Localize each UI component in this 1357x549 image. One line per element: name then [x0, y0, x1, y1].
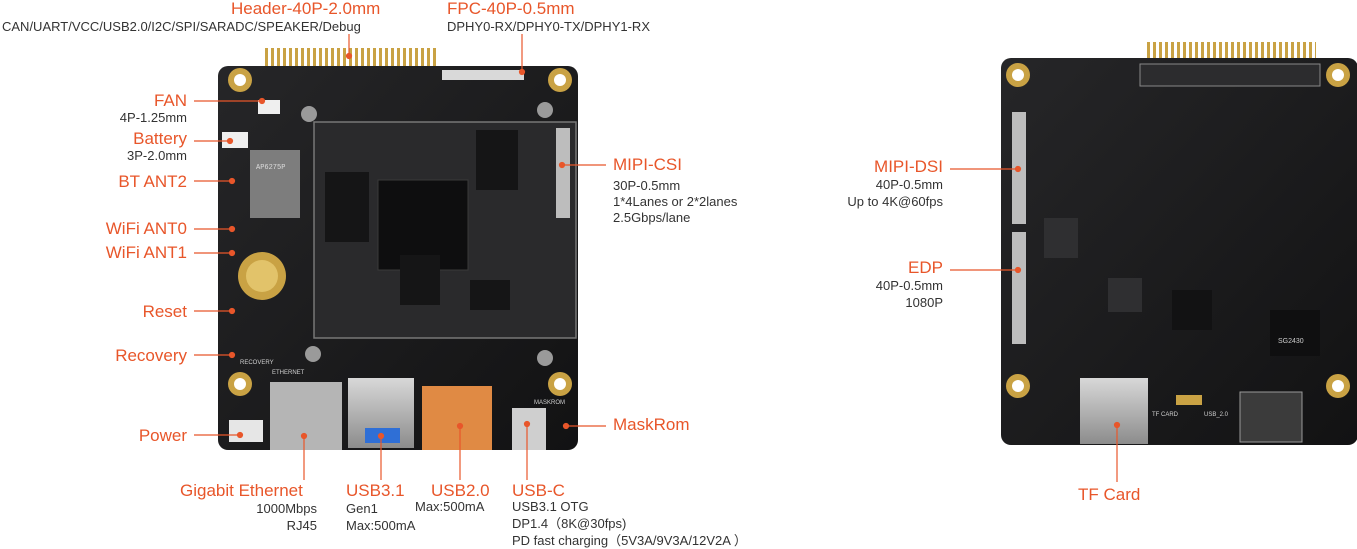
usb-c-port: [512, 408, 546, 450]
mipi-dsi-line-1: 40P-0.5mm: [875, 177, 943, 192]
silk-recovery: RECOVERY: [240, 360, 274, 366]
silk-ethernet: ETHERNET: [272, 370, 305, 376]
battery-title: Battery: [133, 129, 187, 148]
usbc-line-2: DP1.4（8K@30fps): [512, 516, 627, 531]
battery-connector: [222, 132, 248, 148]
mipi-dsi-title: MIPI-DSI: [874, 157, 943, 176]
reset-title: Reset: [142, 302, 187, 321]
edp-line-2: 1080P: [905, 295, 943, 310]
header-title: Header-40P-2.0mm: [231, 0, 381, 18]
power-jack: [229, 420, 263, 442]
back-chip-code: SG2430: [1278, 338, 1304, 345]
usb31-line-1: Gen1: [346, 501, 378, 516]
maskrom-title: MaskRom: [613, 415, 690, 434]
back-board: [1001, 42, 1357, 445]
front-board: [218, 48, 578, 450]
usb31-title: USB3.1: [346, 481, 405, 500]
recovery-title: Recovery: [115, 346, 187, 365]
fan-desc: 4P-1.25mm: [119, 110, 187, 125]
mipi-csi-connector: [556, 128, 570, 218]
mipi-csi-line-2: 1*4Lanes or 2*2lanes: [613, 194, 738, 209]
silk-tf-card: TF CARD: [1152, 412, 1178, 418]
rj45-port: [270, 382, 342, 450]
mipi-csi-title: MIPI-CSI: [613, 155, 682, 174]
mipi-dsi-line-2: Up to 4K@60fps: [847, 194, 943, 209]
usb20-line-1: Max:500mA: [415, 499, 485, 514]
wifi-ant0-title: WiFi ANT0: [105, 219, 187, 238]
header-desc: CAN/UART/VCC/USB2.0/I2C/SPI/SARADC/SPEAK…: [2, 19, 361, 34]
silk-usb2: USB_2.0: [1204, 412, 1229, 418]
usb20-title: USB2.0: [431, 481, 490, 500]
wifi-module-code: AP6275P: [256, 164, 286, 172]
fpc-desc: DPHY0-RX/DPHY0-TX/DPHY1-RX: [447, 19, 650, 34]
gigabit-title: Gigabit Ethernet: [180, 481, 303, 500]
wifi-module: [250, 150, 300, 218]
usbc-line-1: USB3.1 OTG: [512, 499, 589, 514]
tf-card-title: TF Card: [1078, 485, 1141, 504]
usbc-line-3: PD fast charging（5V3A/9V3A/12V2A ）: [512, 533, 747, 548]
fpc-title: FPC-40P-0.5mm: [447, 0, 575, 18]
tf-card-slot: [1080, 378, 1148, 444]
gigabit-line-1: 1000Mbps: [256, 501, 317, 516]
wifi-ant1-title: WiFi ANT1: [105, 243, 187, 262]
power-title: Power: [138, 426, 187, 445]
mipi-csi-line-3: 2.5Gbps/lane: [613, 210, 691, 225]
gigabit-line-2: RJ45: [286, 518, 317, 533]
edp-title: EDP: [908, 258, 943, 277]
fpc-40p-connector: [442, 70, 524, 80]
edp-connector: [1012, 232, 1026, 344]
bt-ant2-title: BT ANT2: [118, 172, 187, 191]
back-pcb: [1001, 58, 1357, 445]
battery-desc: 3P-2.0mm: [127, 148, 187, 163]
usb2-port: [422, 386, 492, 450]
fan-title: FAN: [153, 91, 187, 110]
mipi-csi-line-1: 30P-0.5mm: [613, 178, 681, 193]
usbc-title: USB-C: [512, 481, 565, 500]
usb31-line-2: Max:500mA: [346, 518, 416, 533]
leader-lines: [194, 34, 1121, 482]
edp-line-1: 40P-0.5mm: [875, 278, 943, 293]
back-chip: [1270, 310, 1320, 356]
silk-maskrom: MASKROM: [534, 400, 566, 406]
